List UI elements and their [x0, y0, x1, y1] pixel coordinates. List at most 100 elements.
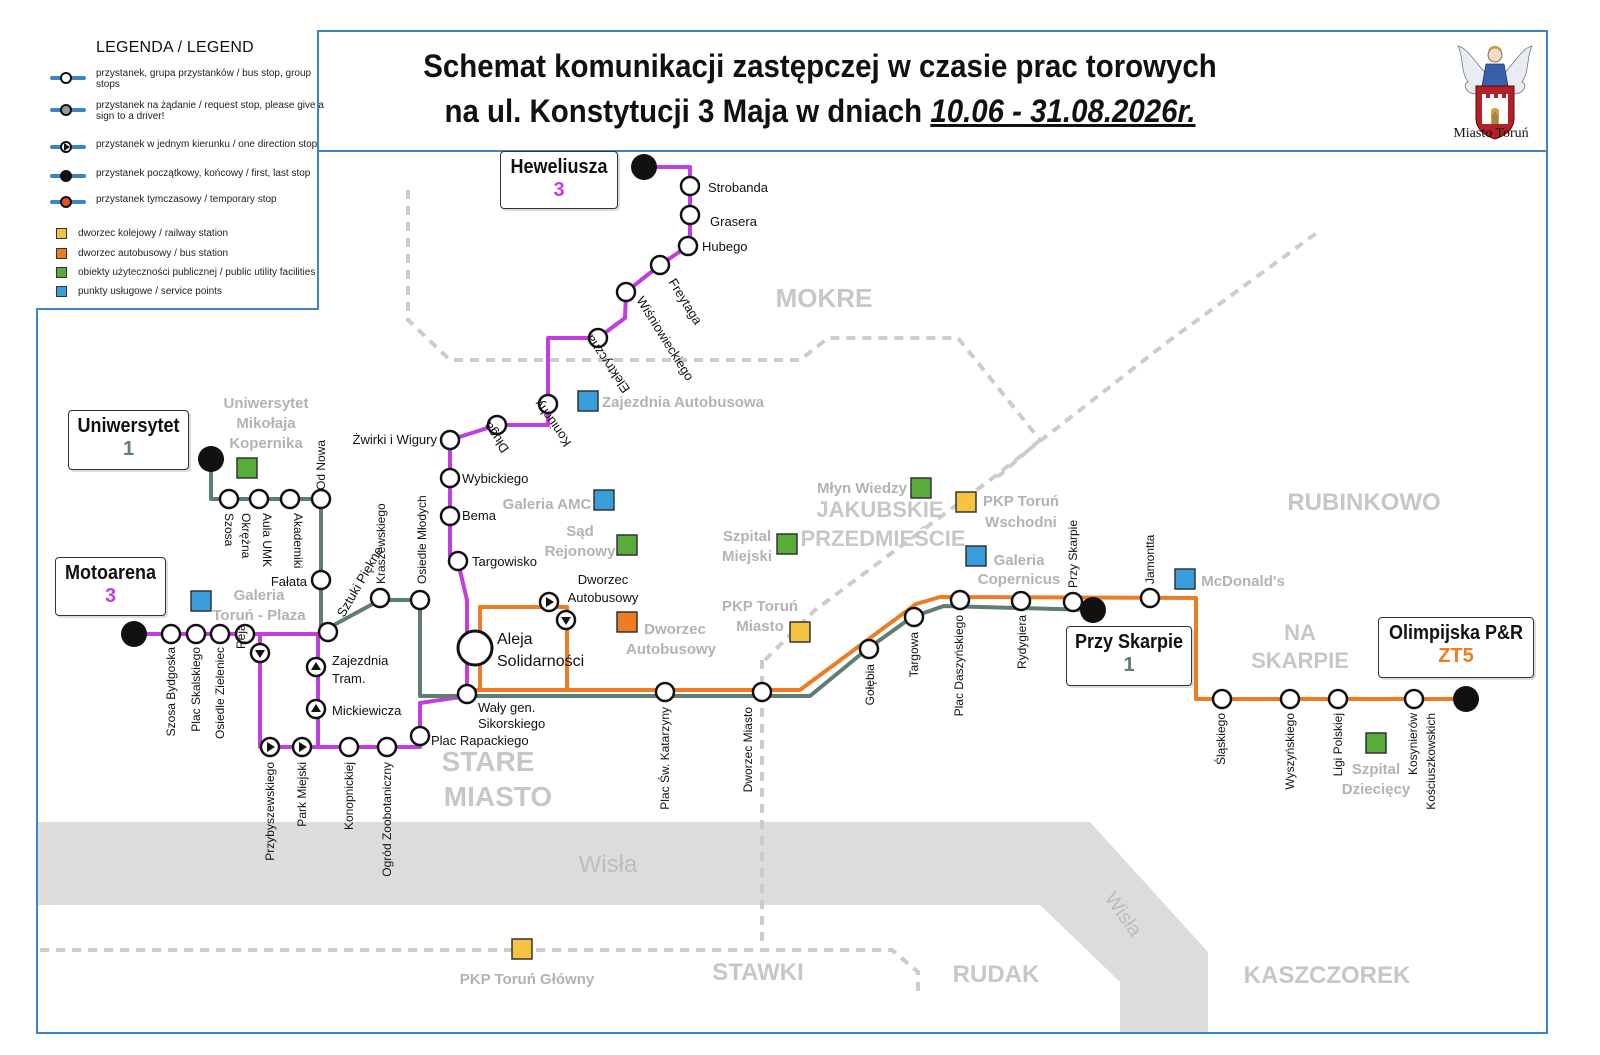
terminal-box-olimpijska: Olimpijska P&R ZT5: [1378, 617, 1534, 678]
stop-label: Zajezdnia: [332, 653, 389, 668]
stop-label: Wyszyńskiego: [1283, 713, 1297, 790]
stop-label: Sikorskiego: [478, 716, 545, 731]
terminal-name: Uniwersytet: [77, 415, 180, 437]
legend-regular-stop-label: przystanek, grupa przystanków / bus stop…: [96, 68, 312, 90]
stop-label: Reja: [234, 624, 248, 649]
stop-label: Mickiewicza: [332, 703, 402, 718]
district-label: MIASTO: [444, 781, 552, 812]
stop-marker: [447, 550, 469, 572]
stop-marker: [369, 587, 391, 609]
place-label: Miasto: [736, 618, 784, 635]
district-label: NA: [1284, 620, 1316, 645]
river-shape: [38, 822, 1208, 1032]
terminal-name: Przy Skarpie: [1074, 631, 1184, 653]
stop-marker: [185, 623, 207, 645]
stop-marker: [279, 488, 301, 510]
stop-label: Żwirki i Wigury: [353, 432, 438, 447]
place-label: Galeria: [234, 587, 286, 604]
major-stop-marker: [456, 629, 494, 667]
railway-station-swatch: [56, 228, 67, 239]
stop-label: Szosa: [222, 513, 236, 547]
facility-marker: [1174, 568, 1196, 590]
stop-label: Autobusowy: [568, 590, 639, 605]
district-label: SKARPIE: [1251, 648, 1349, 673]
stop-marker: [338, 736, 360, 758]
stop-label: Ligi Polskiej: [1331, 713, 1345, 776]
stop-label: Dworzec Miasto: [741, 707, 755, 793]
stop-label: Gołębia: [863, 664, 877, 706]
place-label: PKP Toruń Główny: [460, 971, 595, 988]
stop-label: Od Nowa: [314, 440, 328, 490]
place-label: Zajezdnia Autobusowa: [602, 394, 765, 411]
stop-label: Solidarności: [497, 653, 584, 670]
stop-label: Hubego: [702, 239, 748, 254]
stop-markers: [121, 154, 1479, 758]
legend-service-points-label: punkty usługowe / service points: [78, 286, 222, 297]
public-utility-swatch: [56, 267, 67, 278]
stop-marker: [903, 606, 925, 628]
stop-label: Śląskiego: [1213, 713, 1228, 765]
stop-marker: [677, 235, 699, 257]
legend-temporary-stop-label: przystanek tymczasowy / temporary stop: [96, 194, 277, 205]
legend-regular-stop-icon: [60, 72, 72, 84]
stop-marker: [1327, 688, 1349, 710]
facility-marker: [236, 457, 258, 479]
stop-label: Szosa Bydgoska: [164, 647, 178, 737]
place-label: PKP Toruń: [983, 493, 1059, 510]
facility-marker: [955, 491, 977, 513]
facility-marker: [577, 390, 599, 412]
terminal-name: Olimpijska P&R: [1388, 622, 1524, 644]
place-label: Dworzec: [644, 621, 706, 638]
stop-label: Przybyszewskiego: [263, 762, 277, 861]
terminal-stop-marker: [1080, 597, 1106, 623]
district-label: STAWKI: [712, 959, 804, 986]
place-label: McDonald's: [1201, 573, 1285, 590]
place-label: Młyn Wiedzy: [817, 480, 908, 497]
terminal-box-uniwersytet: Uniwersytet 1: [68, 410, 189, 470]
terminal-box-motoarena: Motoarena 3: [55, 557, 166, 616]
direction-arrow-icon: [311, 662, 321, 670]
facility-marker: [593, 489, 615, 511]
place-label: Uniwersytet: [223, 395, 308, 412]
terminal-box-przy-skarpie: Przy Skarpie 1: [1066, 626, 1192, 686]
place-label: Autobusowy: [626, 641, 717, 658]
stop-marker: [615, 281, 637, 303]
direction-arrow-icon: [255, 650, 265, 658]
stop-label: Dworzec: [578, 572, 629, 587]
facility-marker: [965, 545, 987, 567]
terminal-stop-marker: [198, 446, 224, 472]
stop-label: Kraszewskiego: [374, 503, 388, 584]
direction-arrow-icon: [311, 704, 321, 712]
district-boundaries: [40, 190, 1320, 998]
stop-label: Przy Skarpie: [1066, 520, 1080, 588]
district-boundary: [406, 190, 1042, 442]
place-label: Szpital: [723, 528, 771, 545]
stop-marker: [858, 638, 880, 660]
stop-marker: [486, 414, 508, 436]
stop-label: Akademiki: [291, 513, 305, 568]
stop-marker: [248, 488, 270, 510]
place-label: Mikołaja: [236, 415, 296, 432]
legend-terminal-stop-icon: [60, 170, 72, 182]
district-label: JAKUBSKIE: [816, 497, 943, 522]
stop-marker: [160, 623, 182, 645]
stop-marker: [537, 393, 559, 415]
facility-marker: [616, 534, 638, 556]
place-label: Miejski: [722, 548, 772, 565]
stop-label: Jamontta: [1143, 534, 1157, 584]
crest-caption: Miasto Toruń: [1453, 126, 1529, 141]
stop-marker: [649, 254, 671, 276]
terminal-line-number: 3: [553, 179, 565, 201]
stop-label: Rydygiera: [1015, 615, 1029, 669]
stop-label: Park Miejski: [295, 762, 309, 827]
district-label: KASZCZOREK: [1244, 962, 1411, 989]
stop-marker: [1211, 688, 1233, 710]
place-label: Galeria: [994, 552, 1046, 569]
stop-label: Ogród Zoobotaniczny: [380, 762, 394, 877]
direction-arrow-icon: [561, 617, 571, 625]
stop-marker: [654, 681, 676, 703]
legend-panel: LEGENDA / LEGEND przystanek, grupa przys…: [36, 30, 324, 310]
stop-label: Bema: [462, 508, 497, 523]
district-boundary: [40, 948, 920, 998]
